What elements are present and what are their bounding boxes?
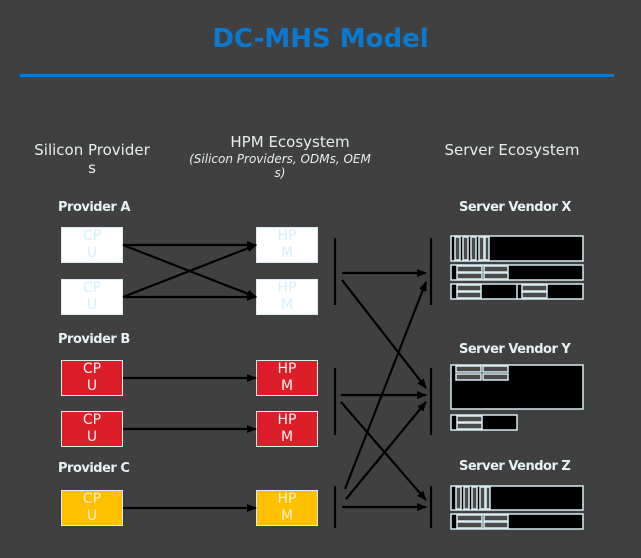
column-header-silicon-line1: Silicon Provider	[34, 141, 150, 159]
drive-bay	[456, 272, 483, 280]
hpm-label-top: HP	[277, 280, 297, 296]
drive-bay	[456, 422, 483, 430]
drive-bay	[456, 291, 482, 299]
column-subheader-hpm: (Silicon Providers, ODMs, OEM s)	[180, 152, 380, 180]
vendor-x-label: Server Vendor X	[459, 200, 571, 215]
cpu-label-top: CP	[82, 280, 102, 296]
column-subheader-hpm-line2: s)	[274, 166, 286, 180]
drive-bay	[479, 486, 486, 510]
arrow-a2-hpm1	[122, 243, 257, 299]
cpu-label-bottom: U	[86, 297, 98, 313]
cpu-label-top: CP	[82, 412, 102, 428]
vendor-z-label: Server Vendor Z	[459, 459, 571, 474]
drive-bay	[483, 265, 509, 273]
server-z-unit-1	[450, 485, 584, 511]
cpu-label-bottom: U	[86, 429, 98, 445]
drive-bay	[463, 486, 470, 510]
server-vendor-z-chassis	[450, 485, 584, 530]
drive-bay	[478, 236, 485, 261]
drive-bay	[456, 284, 482, 292]
drive-bay	[484, 236, 490, 261]
arrow-b-z	[340, 401, 427, 501]
drive-bay	[455, 486, 462, 510]
arrow-a-y	[341, 279, 427, 389]
column-header-hpm: HPM Ecosystem	[230, 133, 350, 151]
drive-bay	[470, 236, 477, 261]
drive-bay	[462, 236, 469, 261]
arrow-c-x	[343, 281, 428, 490]
drive-bay	[482, 373, 509, 381]
cpu-label-bottom: U	[86, 378, 98, 394]
drive-bay	[456, 521, 483, 529]
drive-bay	[456, 514, 483, 522]
hpm-label-bottom: M	[280, 429, 294, 445]
drive-bay	[455, 373, 482, 381]
cpu-label-bottom: U	[86, 508, 98, 524]
hpm-label-bottom: M	[280, 245, 294, 261]
column-header-server: Server Ecosystem	[444, 141, 580, 159]
column-header-silicon-line2: s	[88, 159, 96, 177]
drive-bay	[455, 365, 482, 373]
arrow-c-y	[345, 401, 427, 500]
drive-bay	[456, 265, 483, 273]
drive-bay	[483, 521, 509, 529]
drive-bay	[483, 272, 509, 280]
column-header-silicon: Silicon Provider s	[22, 141, 162, 177]
provider-c-label: Provider C	[58, 461, 130, 476]
hpm-label-bottom: M	[280, 508, 294, 524]
drive-bay	[485, 486, 491, 510]
hpm-label-top: HP	[277, 412, 297, 428]
server-vendor-y-chassis	[450, 364, 584, 431]
hpm-label-bottom: M	[280, 297, 294, 313]
drive-bay	[456, 415, 483, 423]
drive-bay	[471, 486, 478, 510]
cpu-label-bottom: U	[86, 245, 98, 261]
cpu-label-top: CP	[82, 491, 102, 507]
hpm-label-top: HP	[277, 228, 297, 244]
vendor-y-label: Server Vendor Y	[459, 342, 571, 357]
cpu-label-top: CP	[82, 228, 102, 244]
hpm-label-bottom: M	[280, 378, 294, 394]
hpm-label-top: HP	[277, 491, 297, 507]
title-divider	[20, 74, 614, 77]
drive-bay	[483, 514, 509, 522]
page-title: DC-MHS Model	[212, 24, 429, 54]
hpm-label-top: HP	[277, 361, 297, 377]
cpu-label-top: CP	[82, 361, 102, 377]
server-vendor-x-chassis	[450, 235, 584, 300]
drive-bay	[482, 365, 509, 373]
column-subheader-hpm-line1: (Silicon Providers, ODMs, OEM	[189, 152, 371, 166]
provider-a-label: Provider A	[58, 200, 130, 215]
drive-bay	[454, 236, 461, 261]
drive-bay	[521, 284, 548, 292]
drive-bay	[521, 291, 548, 299]
provider-b-label: Provider B	[58, 332, 130, 347]
